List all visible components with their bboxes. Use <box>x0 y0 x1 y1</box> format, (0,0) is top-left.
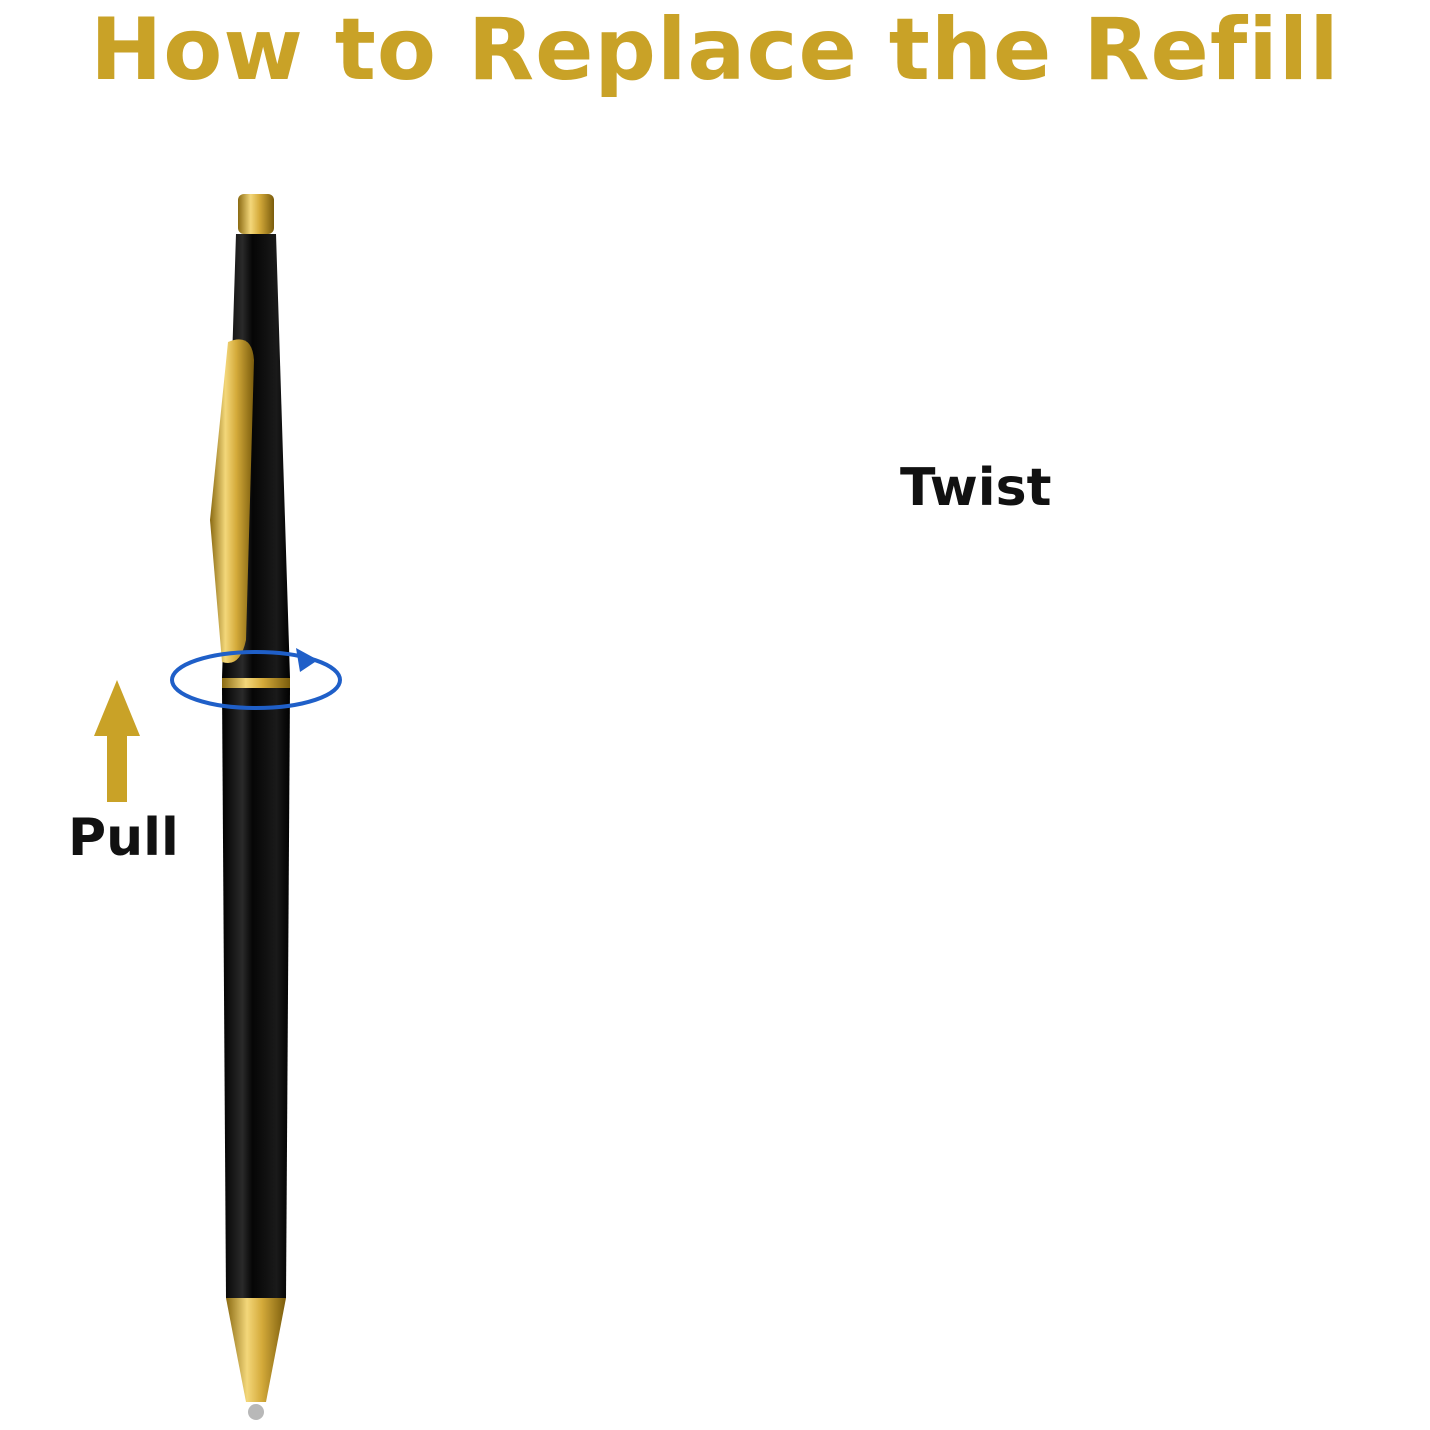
gold-top-cap <box>238 194 274 234</box>
pen-assembled <box>210 194 290 1420</box>
lower-barrel <box>222 688 290 1298</box>
pull-label: Pull <box>68 808 179 868</box>
twist-label: Twist <box>900 458 1052 518</box>
ball-point <box>248 1404 264 1420</box>
clip <box>210 339 254 664</box>
page-title: How to Replace the Refill <box>90 0 1340 100</box>
gold-tip <box>226 1298 286 1402</box>
pull-arrow <box>94 680 140 802</box>
gold-ring <box>222 678 290 688</box>
rotate-arrow-pen1 <box>170 648 342 710</box>
